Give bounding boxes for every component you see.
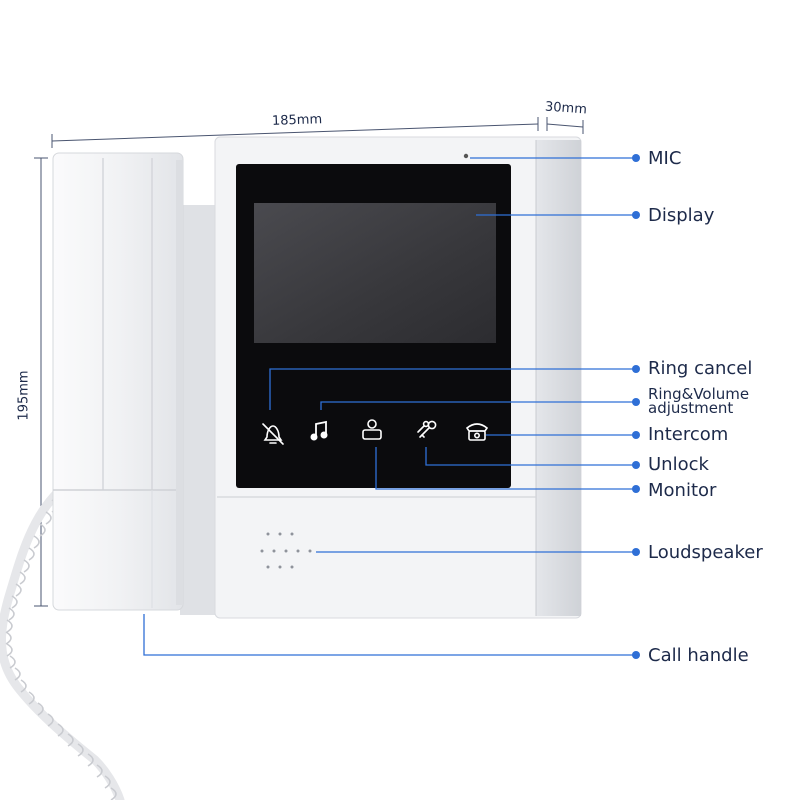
ring-cancel-label: Ring cancel [648, 358, 753, 379]
music-note-icon[interactable] [310, 420, 328, 441]
dimension-lines [34, 117, 584, 607]
monitor-unit [214, 136, 582, 619]
display-label: Display [648, 205, 715, 226]
intercom-label: Intercom [648, 424, 729, 445]
keys-icon[interactable] [417, 420, 437, 438]
height-dimension: 195mm [16, 370, 32, 421]
phone-icon[interactable] [465, 423, 489, 441]
call-handle-label: Call handle [648, 645, 749, 666]
display-screen [254, 203, 496, 343]
coiled-cord [0, 487, 125, 804]
monitor-side [536, 140, 581, 616]
unlock-label: Unlock [648, 454, 709, 475]
ring-volume-label: Ring&Volume [648, 385, 750, 403]
speaker-grille [260, 532, 312, 569]
mic-label: MIC [648, 148, 682, 169]
bell-off-icon[interactable] [262, 423, 284, 445]
depth-dimension: 30mm [544, 99, 588, 118]
leader-dots [632, 154, 640, 659]
ring-volume-label-2: adjustment [648, 399, 734, 417]
monitor-label: Monitor [648, 480, 717, 501]
person-icon[interactable] [362, 419, 382, 440]
loudspeaker-label: Loudspeaker [648, 542, 763, 563]
width-dimension: 185mm [271, 112, 323, 129]
mounting-plate [180, 205, 218, 615]
call-handset [52, 152, 184, 611]
mic-hole [463, 153, 469, 159]
leader-lines [143, 157, 636, 656]
